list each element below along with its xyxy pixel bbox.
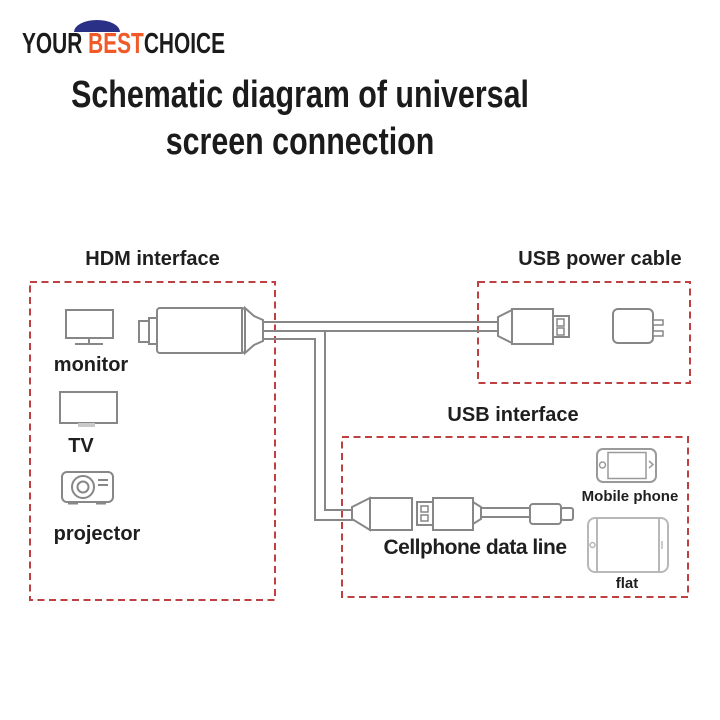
hdm-interface-label: HDM interface	[85, 248, 220, 270]
page-title: Schematic diagram of universal screen co…	[60, 72, 540, 166]
projector-label: projector	[53, 523, 141, 545]
cellphone-data-line-icon	[416, 497, 574, 531]
mobile-phone-label: Mobile phone	[581, 488, 679, 505]
hdm-interface-box	[29, 281, 276, 601]
usb-power-cable-label: USB power cable	[518, 248, 682, 270]
page-title-line2: screen connection	[165, 121, 435, 163]
y-split-cable-lines	[263, 321, 500, 521]
usb-interface-label: USB interface	[447, 404, 579, 426]
female-usb-connector-icon	[351, 496, 413, 532]
mobile-phone-icon	[596, 448, 657, 483]
brand-logo: YOUR BESTCHOICE	[22, 30, 225, 59]
tablet-icon	[587, 517, 669, 573]
usb-a-plug-icon	[497, 308, 570, 345]
projector-icon	[61, 471, 114, 505]
flat-label: flat	[615, 575, 639, 592]
monitor-label: monitor	[53, 354, 129, 376]
usb-interface-box	[341, 436, 689, 598]
usb-power-box	[477, 281, 691, 384]
monitor-icon	[65, 309, 114, 345]
brand-arc-icon	[74, 20, 120, 32]
tv-icon	[59, 391, 118, 427]
brand-name-part2: BEST	[88, 28, 144, 60]
page-title-line1: Schematic diagram of universal	[71, 74, 529, 116]
tv-label: TV	[68, 435, 94, 457]
cellphone-data-line-label: Cellphone data line	[383, 536, 567, 559]
wall-charger-icon	[612, 308, 664, 344]
brand-name-part1: YOUR	[22, 28, 89, 60]
hdmi-adapter-icon	[138, 305, 264, 356]
brand-name-part3: CHOICE	[143, 28, 226, 60]
